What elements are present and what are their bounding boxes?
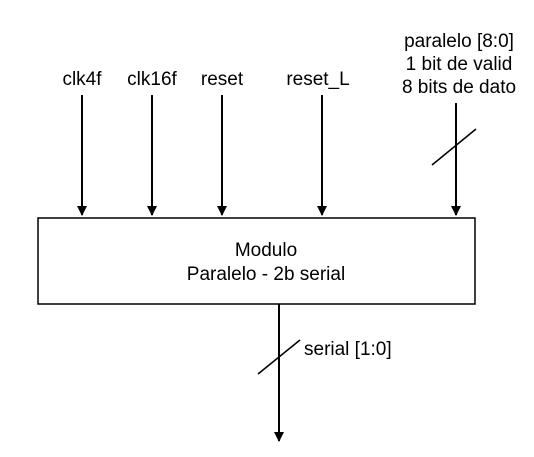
reset-label: reset (201, 69, 244, 90)
paralelo-bus-label: paralelo [8:0] (404, 31, 514, 52)
reset-l-label: reset_L (286, 69, 349, 90)
module-subtitle: Paralelo - 2b serial (187, 264, 345, 285)
data-bits-label: 8 bits de dato (402, 77, 516, 98)
paralelo-bus-slash (431, 128, 477, 166)
serial-bus-slash (257, 339, 301, 375)
serial-bus-label: serial [1:0] (304, 339, 392, 360)
clk4f-label: clk4f (62, 69, 102, 90)
module-title: Modulo (235, 240, 297, 261)
valid-bit-label: 1 bit de valid (406, 54, 513, 75)
clk16f-label: clk16f (127, 69, 177, 90)
module-block (37, 217, 476, 305)
